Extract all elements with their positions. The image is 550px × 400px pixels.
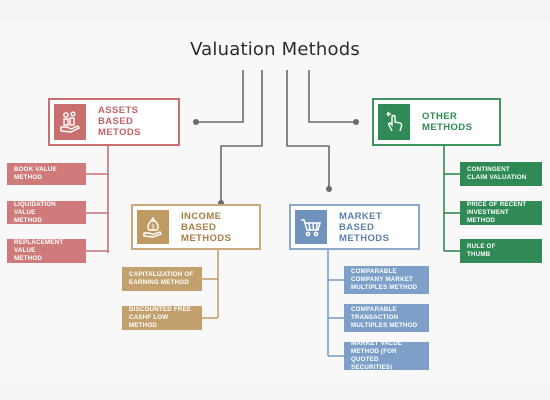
other-connector-dot	[353, 119, 359, 125]
price-of-recent-investment-method: PRICE OF RECENT INVESTMENT METHOD	[460, 201, 542, 225]
svg-text:$: $	[151, 224, 155, 231]
contingent-claim-valuation: CONTINGENT CLAIM VALUATION	[460, 162, 542, 186]
market-based-methods-label: MARKET BASED METHODS	[339, 211, 390, 244]
income-based-methods-box: $ INCOME BASED METHODS	[131, 204, 261, 250]
swipe-hand-icon	[378, 104, 410, 140]
diagram-title: Valuation Methods	[190, 39, 360, 60]
market-based-methods-box: MARKET BASED METHODS	[289, 204, 420, 250]
other-tree-lines	[443, 146, 460, 252]
discounted-free-cashflow-method: DISCOUNTED FREE CASHF LOW METHOD	[122, 306, 202, 330]
income-tree-lines	[202, 250, 219, 319]
other-methods-label: OTHER METHODS	[422, 111, 473, 133]
shopping-cart-icon	[295, 210, 327, 244]
comparable-transaction-multiples-method: COMPARABLE TRANSACTION MULTIPLES METHOD	[344, 304, 429, 332]
market-value-method-quoted-securities: MARKET VALUE METHOD (FOR QUOTED SECURITI…	[344, 340, 429, 371]
assets-connector-dot	[193, 119, 199, 125]
other-methods-box: OTHER METHODS	[372, 98, 501, 146]
market-tree-lines	[327, 250, 344, 357]
assets-tree-lines	[86, 146, 109, 253]
replacement-value-method: REPLACEMENT VALUE METHOD	[7, 239, 86, 263]
rule-of-thumb: RULE OF THUMB	[460, 239, 542, 263]
liquidation-value-method: LIQUIDATION VALUE METHOD	[7, 201, 86, 224]
diagram-canvas	[0, 22, 550, 384]
capitalization-of-earning-method: CAPITALIZATION OF EARNING METHOD	[122, 267, 202, 291]
assets-based-methods-box: ASSETS BASED METODS	[48, 98, 180, 146]
income-based-methods-label: INCOME BASED METHODS	[181, 211, 232, 244]
assets-based-methods-label: ASSETS BASED METODS	[98, 105, 141, 138]
hand-with-money-bag-icon: $	[137, 210, 169, 244]
book-value-method: BOOK VALUE METHOD	[7, 163, 86, 185]
hand-with-coins-icon	[54, 104, 86, 140]
comparable-company-market-multiples-method: COMPARABLE COMPANY MARKET MULTIPLES METH…	[344, 266, 429, 294]
market-connector-dot	[326, 186, 332, 192]
